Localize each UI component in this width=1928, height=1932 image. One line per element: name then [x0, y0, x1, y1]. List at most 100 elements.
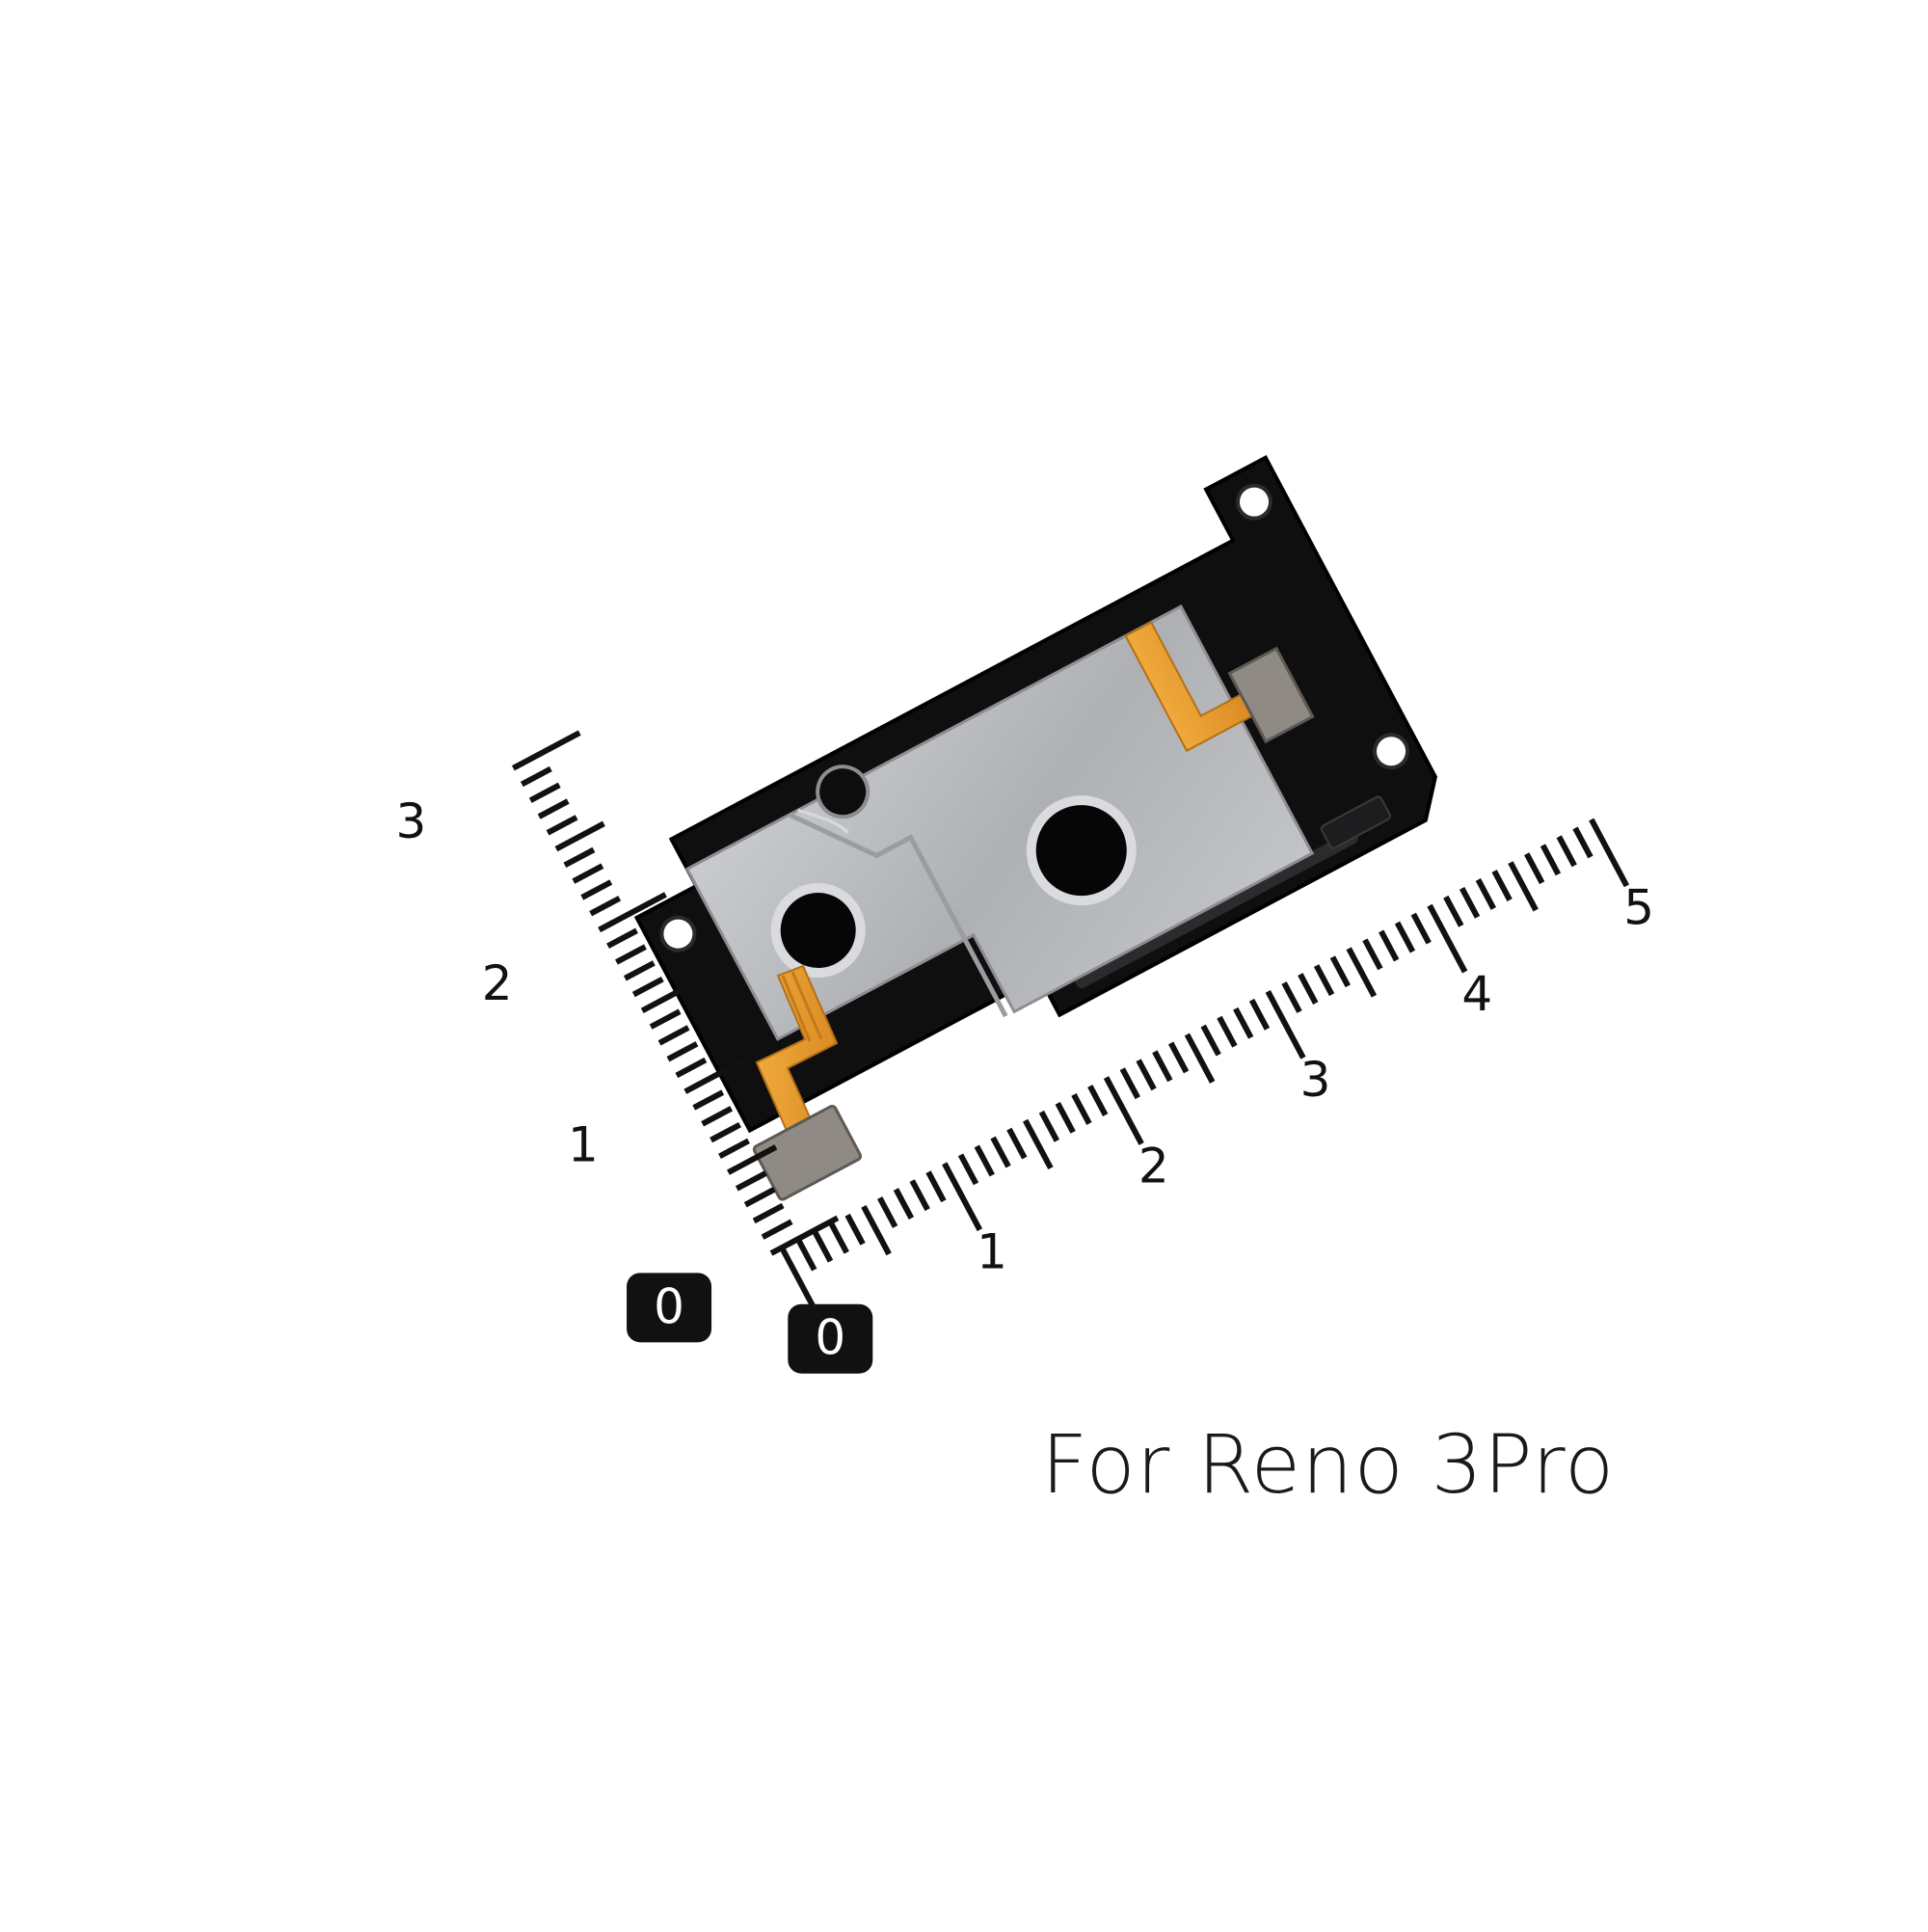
- sound-port: [1026, 795, 1137, 906]
- v-ruler-tick: [589, 896, 622, 917]
- h-ruler-tick: [1184, 1033, 1216, 1084]
- h-ruler-tick: [1346, 947, 1378, 998]
- v-ruler-label: 0: [654, 1278, 684, 1334]
- speaker-module: [633, 455, 1438, 1134]
- h-ruler-tick: [1362, 938, 1383, 971]
- mount-hole: [1236, 483, 1273, 521]
- h-ruler-tick: [828, 1221, 849, 1254]
- v-ruler-tick: [657, 1025, 690, 1046]
- h-ruler-tick: [1394, 921, 1416, 953]
- h-ruler-tick: [1508, 861, 1539, 912]
- h-ruler-tick: [1152, 1050, 1173, 1083]
- h-ruler-tick: [1071, 1093, 1092, 1125]
- h-ruler-tick: [1022, 1118, 1054, 1170]
- h-ruler-tick: [861, 1204, 892, 1256]
- h-ruler-tick: [1491, 870, 1513, 901]
- h-ruler-tick: [909, 1179, 930, 1212]
- v-ruler-tick: [701, 1106, 734, 1127]
- v-ruler-tick: [598, 892, 667, 933]
- h-ruler-tick: [1233, 1006, 1254, 1039]
- v-ruler-tick: [580, 879, 613, 900]
- h-ruler-tick: [1055, 1101, 1076, 1134]
- v-ruler-tick: [683, 1053, 754, 1094]
- h-ruler-tick: [1217, 1015, 1238, 1048]
- sound-port: [770, 883, 866, 979]
- h-ruler-tick: [1200, 1024, 1221, 1057]
- v-ruler-zero-badge: [627, 1273, 712, 1343]
- h-ruler-tick: [957, 1153, 979, 1186]
- h-ruler-tick: [844, 1213, 866, 1246]
- v-ruler-tick: [528, 782, 561, 803]
- h-ruler-tick: [1119, 1067, 1140, 1100]
- h-ruler-tick: [990, 1136, 1011, 1168]
- h-ruler-tick: [796, 1239, 817, 1272]
- h-ruler-tick: [1410, 912, 1432, 945]
- v-ruler-label: 1: [568, 1117, 599, 1173]
- h-ruler-tick: [1427, 903, 1468, 974]
- v-ruler-tick: [537, 798, 570, 819]
- v-ruler-tick: [606, 927, 638, 949]
- v-ruler-tick: [615, 944, 647, 965]
- mount-hole: [659, 915, 697, 953]
- v-ruler-tick: [726, 1144, 778, 1175]
- h-ruler-label: 0: [815, 1310, 845, 1366]
- v-ruler-tick: [743, 1187, 776, 1208]
- h-ruler-tick: [1572, 826, 1593, 859]
- stiffener-pad: [1227, 646, 1315, 744]
- h-ruler-tick: [974, 1144, 995, 1177]
- h-ruler-tick: [1540, 844, 1562, 876]
- v-ruler-tick: [511, 730, 581, 771]
- h-ruler-tick: [1475, 878, 1496, 910]
- v-ruler-tick: [769, 1215, 840, 1256]
- v-ruler-tick: [666, 1041, 699, 1062]
- h-ruler-label: 1: [977, 1224, 1007, 1280]
- h-ruler-label: 2: [1138, 1138, 1169, 1194]
- stiffener-pad: [752, 1105, 863, 1201]
- v-ruler-tick: [520, 765, 552, 788]
- h-ruler-tick: [893, 1188, 915, 1220]
- v-ruler-tick: [752, 1202, 785, 1224]
- v-ruler-tick: [718, 1138, 750, 1159]
- h-ruler-zero-badge: [788, 1303, 873, 1374]
- h-ruler-tick: [1281, 981, 1302, 1013]
- v-ruler-tick: [692, 1089, 725, 1111]
- vertical-ruler: 0 1 2 3: [396, 730, 840, 1343]
- v-ruler-tick: [735, 1170, 767, 1192]
- horizontal-ruler: 0 1 2 3 4 5: [780, 818, 1654, 1374]
- v-ruler-label: 3: [396, 793, 427, 849]
- h-ruler-tick: [1459, 886, 1481, 919]
- v-ruler-tick: [710, 1121, 741, 1143]
- h-ruler-tick: [1006, 1127, 1028, 1160]
- v-ruler-tick: [761, 1219, 793, 1240]
- flex-cable-left: [752, 964, 863, 1201]
- v-ruler-tick: [623, 960, 656, 981]
- metal-plate: [684, 604, 1315, 1041]
- speaker-grille: [1075, 830, 1358, 989]
- h-ruler-tick: [1443, 895, 1464, 927]
- h-ruler-tick: [1524, 852, 1545, 885]
- h-ruler-tick: [1313, 964, 1335, 997]
- h-ruler-tick: [1379, 929, 1400, 962]
- h-ruler-tick: [1038, 1110, 1060, 1142]
- v-ruler-tick: [546, 815, 578, 836]
- h-ruler-tick: [812, 1230, 834, 1263]
- h-ruler-label: 4: [1461, 966, 1492, 1022]
- mount-hole: [1373, 733, 1410, 770]
- v-ruler-tick: [563, 846, 596, 869]
- v-ruler-tick: [649, 1008, 682, 1030]
- h-ruler-tick: [1248, 998, 1271, 1031]
- v-ruler-tick: [675, 1057, 708, 1079]
- h-ruler-tick: [1265, 989, 1306, 1060]
- v-ruler-tick: [631, 976, 664, 998]
- h-ruler-label: 5: [1623, 880, 1654, 936]
- h-ruler-tick: [1103, 1076, 1144, 1145]
- h-ruler-label: 3: [1300, 1052, 1331, 1108]
- v-ruler-label: 2: [482, 955, 513, 1011]
- h-ruler-tick: [1136, 1059, 1157, 1091]
- h-ruler-tick: [925, 1170, 947, 1203]
- h-ruler-tick: [1556, 835, 1577, 868]
- v-ruler-tick: [640, 982, 692, 1014]
- h-ruler-tick: [1589, 818, 1630, 888]
- h-ruler-tick: [877, 1196, 898, 1228]
